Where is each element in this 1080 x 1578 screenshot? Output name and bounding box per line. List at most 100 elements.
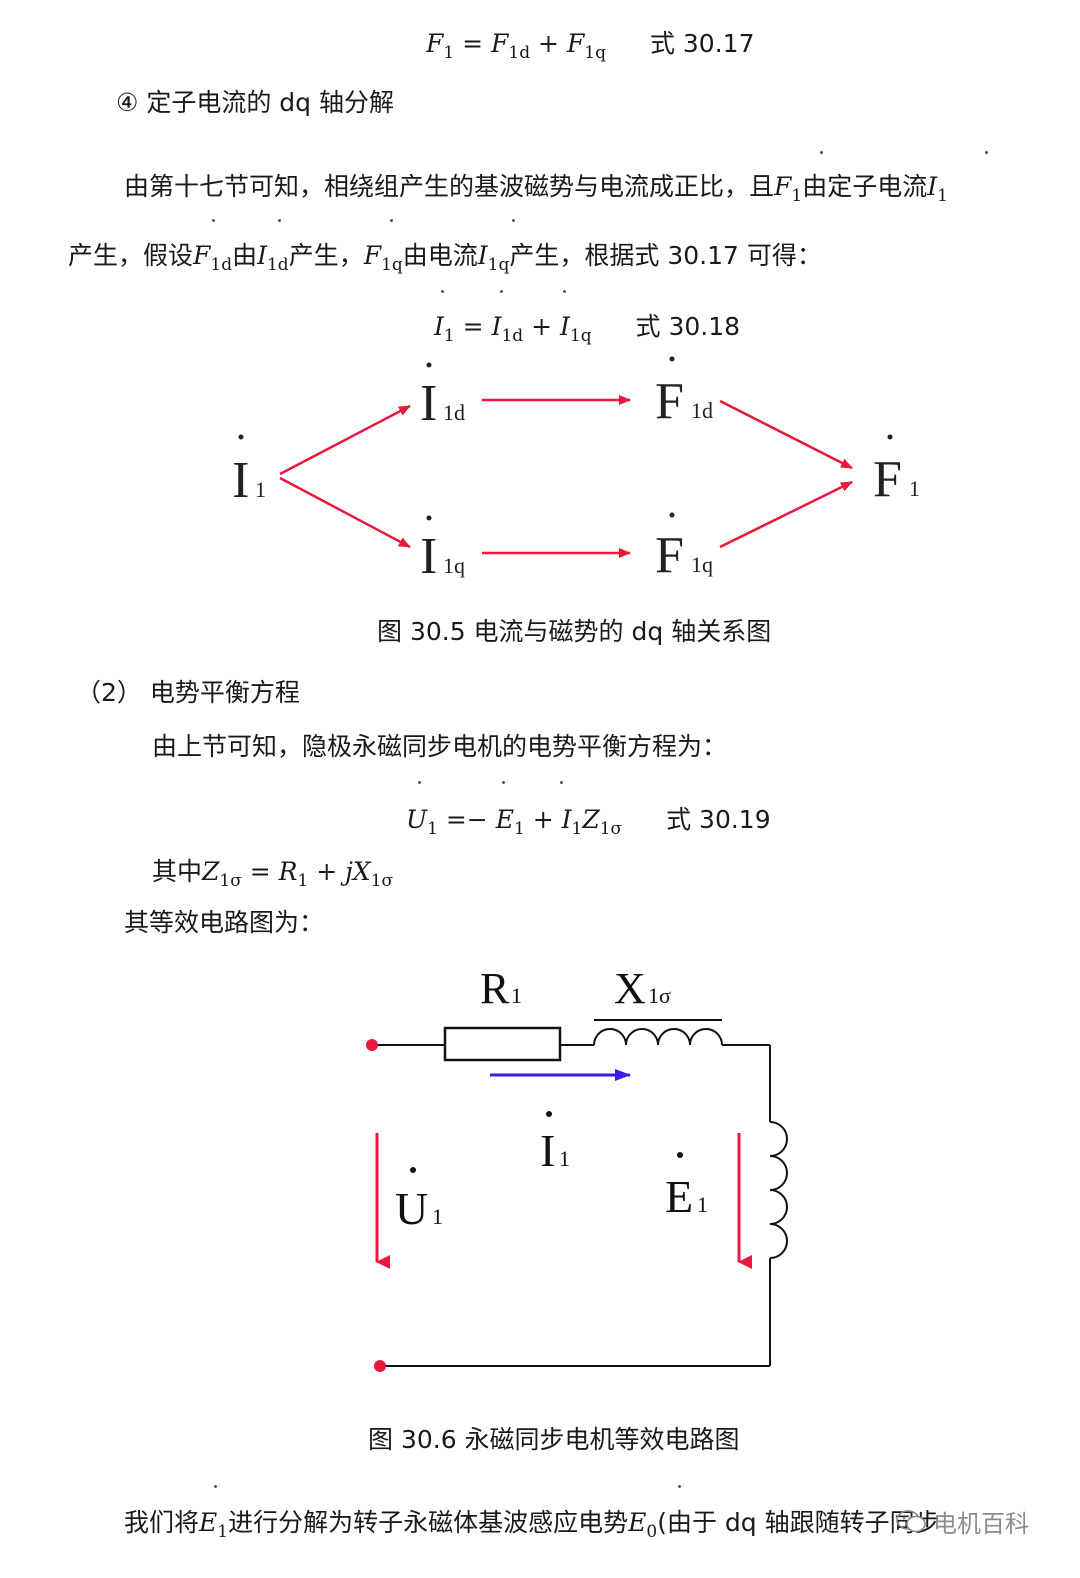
eq-operator: + [308, 857, 346, 886]
node-subscript: 1q [443, 553, 465, 578]
vector-dot [502, 781, 505, 784]
eq-subscript: 1 [571, 818, 583, 839]
eq-operator: = [241, 857, 279, 886]
figure-caption-30-5: 图 30.5 电流与磁势的 dq 轴关系图 [377, 617, 772, 646]
current-label-i1: I 1 [540, 1111, 570, 1176]
eq-operator: + [530, 29, 567, 58]
eq-symbol: I [491, 312, 502, 341]
text-run: (由于 dq 轴跟随转子同步 [657, 1508, 940, 1537]
eq-symbol: R [278, 857, 298, 886]
arrow-i1-to-i1q [279, 476, 411, 549]
node-f1q: F 1q [655, 512, 713, 584]
node-symbol: F [873, 451, 902, 508]
paragraph-line: 由第十七节可知，相绕组产生的基波磁势与电流成正比，且F1由定子电流I1 [124, 167, 948, 206]
node-symbol: F [655, 373, 684, 430]
section-heading-2: （2） 电势平衡方程 [76, 678, 300, 707]
eq-symbol: F [491, 29, 509, 58]
vector-dot [560, 781, 563, 784]
eq-subscript: 1 [297, 870, 309, 891]
eq-subscript: 1d [266, 254, 289, 275]
arrow-i1-to-i1d [279, 404, 411, 476]
label-symbol: X [614, 964, 646, 1013]
vector-dot [563, 290, 566, 293]
label-symbol: I [540, 1125, 555, 1176]
inductor-label: X 1σ [614, 964, 671, 1013]
emf-coil [769, 1121, 788, 1259]
section-heading-4: ④ 定子电流的 dq 轴分解 [116, 88, 394, 117]
text-run: 由 [232, 241, 258, 270]
text-run: 由电流 [402, 241, 478, 270]
eq-subscript: 1q [487, 254, 510, 275]
eq-symbol: I [927, 172, 938, 201]
eq-symbol: E [628, 1508, 647, 1537]
eq-subscript: 1σ [370, 870, 394, 891]
text-run: 由定子电流 [802, 172, 928, 201]
vector-dot [278, 219, 281, 222]
node-subscript: 1d [443, 400, 465, 425]
eq-operator: + [523, 312, 560, 341]
node-subscript: 1 [255, 477, 266, 502]
eq-symbol: jX [345, 857, 371, 886]
eq-symbol: F [426, 29, 444, 58]
resistor-label: R 1 [480, 964, 522, 1013]
eq-subscript: 1 [217, 1521, 229, 1542]
node-symbol: F [655, 527, 684, 584]
emf-label-e1: E 1 [665, 1152, 708, 1222]
watermark-text: 电机百科 [933, 1510, 1029, 1538]
eq-subscript: 1q [381, 254, 403, 275]
label-subscript: 1 [559, 1146, 570, 1171]
eq-symbol: Z [582, 805, 600, 834]
eq-subscript: 1 [791, 185, 803, 206]
text-run: 产生， [288, 241, 364, 270]
text-run: 产生，假设 [68, 241, 194, 270]
vector-dot [418, 781, 421, 784]
vector-dot [512, 219, 515, 222]
vector-dot [212, 219, 215, 222]
equation-number: 式 30.19 [666, 805, 771, 834]
node-i1q: I 1q [420, 515, 465, 585]
label-subscript: 1 [697, 1192, 708, 1217]
equation-number: 式 30.17 [649, 29, 755, 58]
circuit-wires [372, 1044, 771, 1367]
arrow-f1d-to-f1 [719, 399, 853, 470]
vector-dot [985, 151, 988, 154]
node-f1d: F 1d [655, 356, 713, 430]
eq-symbol: F [774, 172, 792, 201]
label-subscript: 1 [432, 1204, 443, 1229]
equation-number: 式 30.18 [635, 312, 741, 341]
eq-subscript: 1q [584, 42, 606, 63]
paragraph-line: 由上节可知，隐极永磁同步电机的电势平衡方程为： [152, 732, 728, 761]
eq-symbol: U [406, 805, 428, 834]
text-run: 由第十七节可知，相绕组产生的基波磁势与电流成正比，且 [124, 172, 775, 201]
eq-subscript: 1q [569, 325, 592, 346]
equation-30-18: I1 = I1d + I1q 式 30.18 [434, 307, 741, 346]
eq-subscript: 1d [210, 254, 233, 275]
label-symbol: U [395, 1183, 428, 1234]
terminal-top [366, 1039, 378, 1051]
eq-symbol: I [477, 241, 488, 270]
eq-subscript: 1 [443, 325, 455, 346]
vector-dot [500, 290, 503, 293]
vector-dot [678, 1485, 681, 1488]
text-run: 产生，根据式 30.17 可得： [509, 241, 822, 270]
eq-symbol: I [560, 312, 570, 341]
inductor-x1sigma [593, 1019, 723, 1046]
node-subscript: 1q [691, 552, 713, 577]
paragraph-line: 其等效电路图为： [124, 908, 325, 937]
node-symbol: I [232, 452, 249, 509]
node-symbol: I [420, 528, 437, 585]
voltage-label-u1: U 1 [395, 1167, 443, 1234]
vector-dot [214, 1485, 217, 1488]
node-subscript: 1d [691, 398, 713, 423]
node-f1: F 1 [873, 434, 920, 508]
eq-subscript: 0 [646, 1521, 658, 1542]
eq-symbol: E [495, 805, 514, 834]
equivalent-circuit-diagram: R 1 X 1σ I 1 U 1 E 1 [366, 964, 788, 1372]
terminal-bottom [374, 1360, 386, 1372]
eq-symbol: I [434, 312, 444, 341]
paragraph-line: 我们将E1进行分解为转子永磁体基波感应电势E0(由于 dq 轴跟随转子同步 [124, 1503, 940, 1542]
eq-symbol: F [363, 241, 382, 270]
eq-subscript: 1d [501, 325, 524, 346]
arrow-f1q-to-f1 [719, 480, 853, 549]
eq-subscript: 1σ [219, 870, 242, 891]
